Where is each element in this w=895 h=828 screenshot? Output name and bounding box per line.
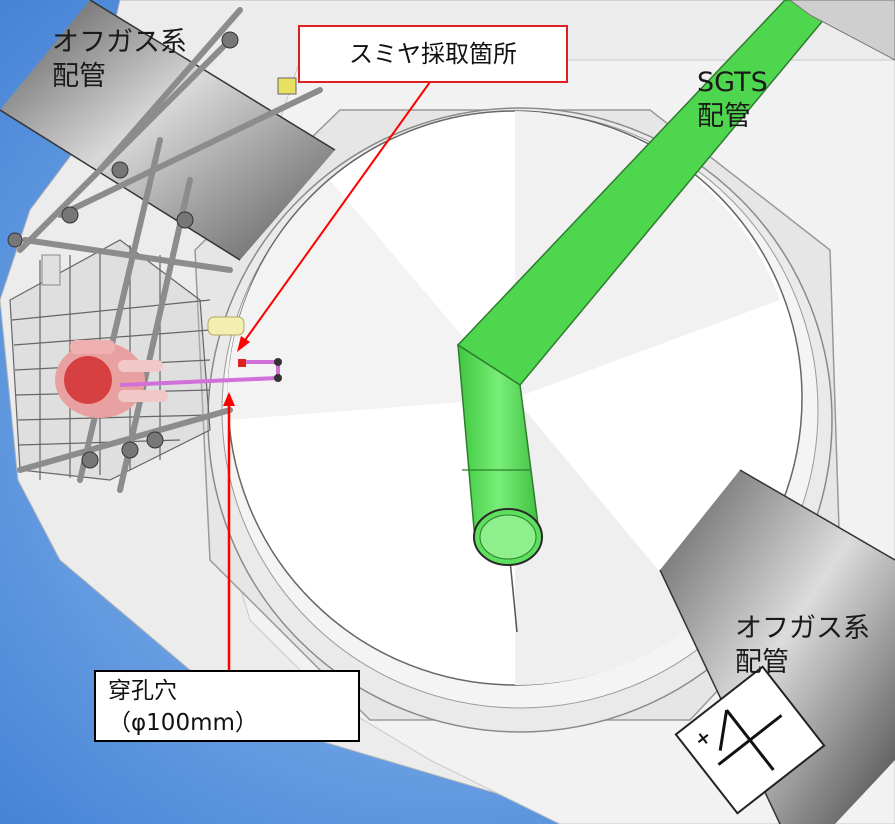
clamp-marker <box>277 77 297 95</box>
vessel-seam-line <box>509 559 518 633</box>
tool-canister <box>41 254 61 286</box>
sampling-arm <box>119 358 282 387</box>
sample-canister <box>207 316 245 336</box>
pipe-edge <box>89 0 336 151</box>
shade-wedge <box>515 111 780 398</box>
sgts-pipe-end-inner <box>479 514 537 560</box>
scaffold-clamps <box>7 31 239 469</box>
sampling-point-callout: スミヤ採取箇所 <box>298 25 568 83</box>
borehole-callout-arrowhead <box>223 392 235 406</box>
sampling-callout-line <box>242 81 431 344</box>
shade-wedge <box>227 180 515 420</box>
offgas-pipe-top-label: オフガス系 配管 <box>52 27 187 92</box>
shade-wedge <box>515 398 700 686</box>
sampling-callout-arrowhead <box>237 336 250 352</box>
sgts-pipe-label: SGTS 配管 <box>697 67 768 132</box>
offgas-pipe-right <box>660 470 895 824</box>
upper-frame <box>789 0 895 61</box>
scaffold-poles <box>17 7 323 493</box>
offgas-pipe-top <box>0 0 335 260</box>
offgas-pipe-right-label: オフガス系 配管 <box>735 613 870 678</box>
bore-hole-callout: 穿孔穴 （φ100mm） <box>94 670 360 742</box>
north-arrow-marker-icon <box>674 665 826 815</box>
pipe-edge <box>739 469 895 561</box>
worker-figure <box>55 340 168 418</box>
